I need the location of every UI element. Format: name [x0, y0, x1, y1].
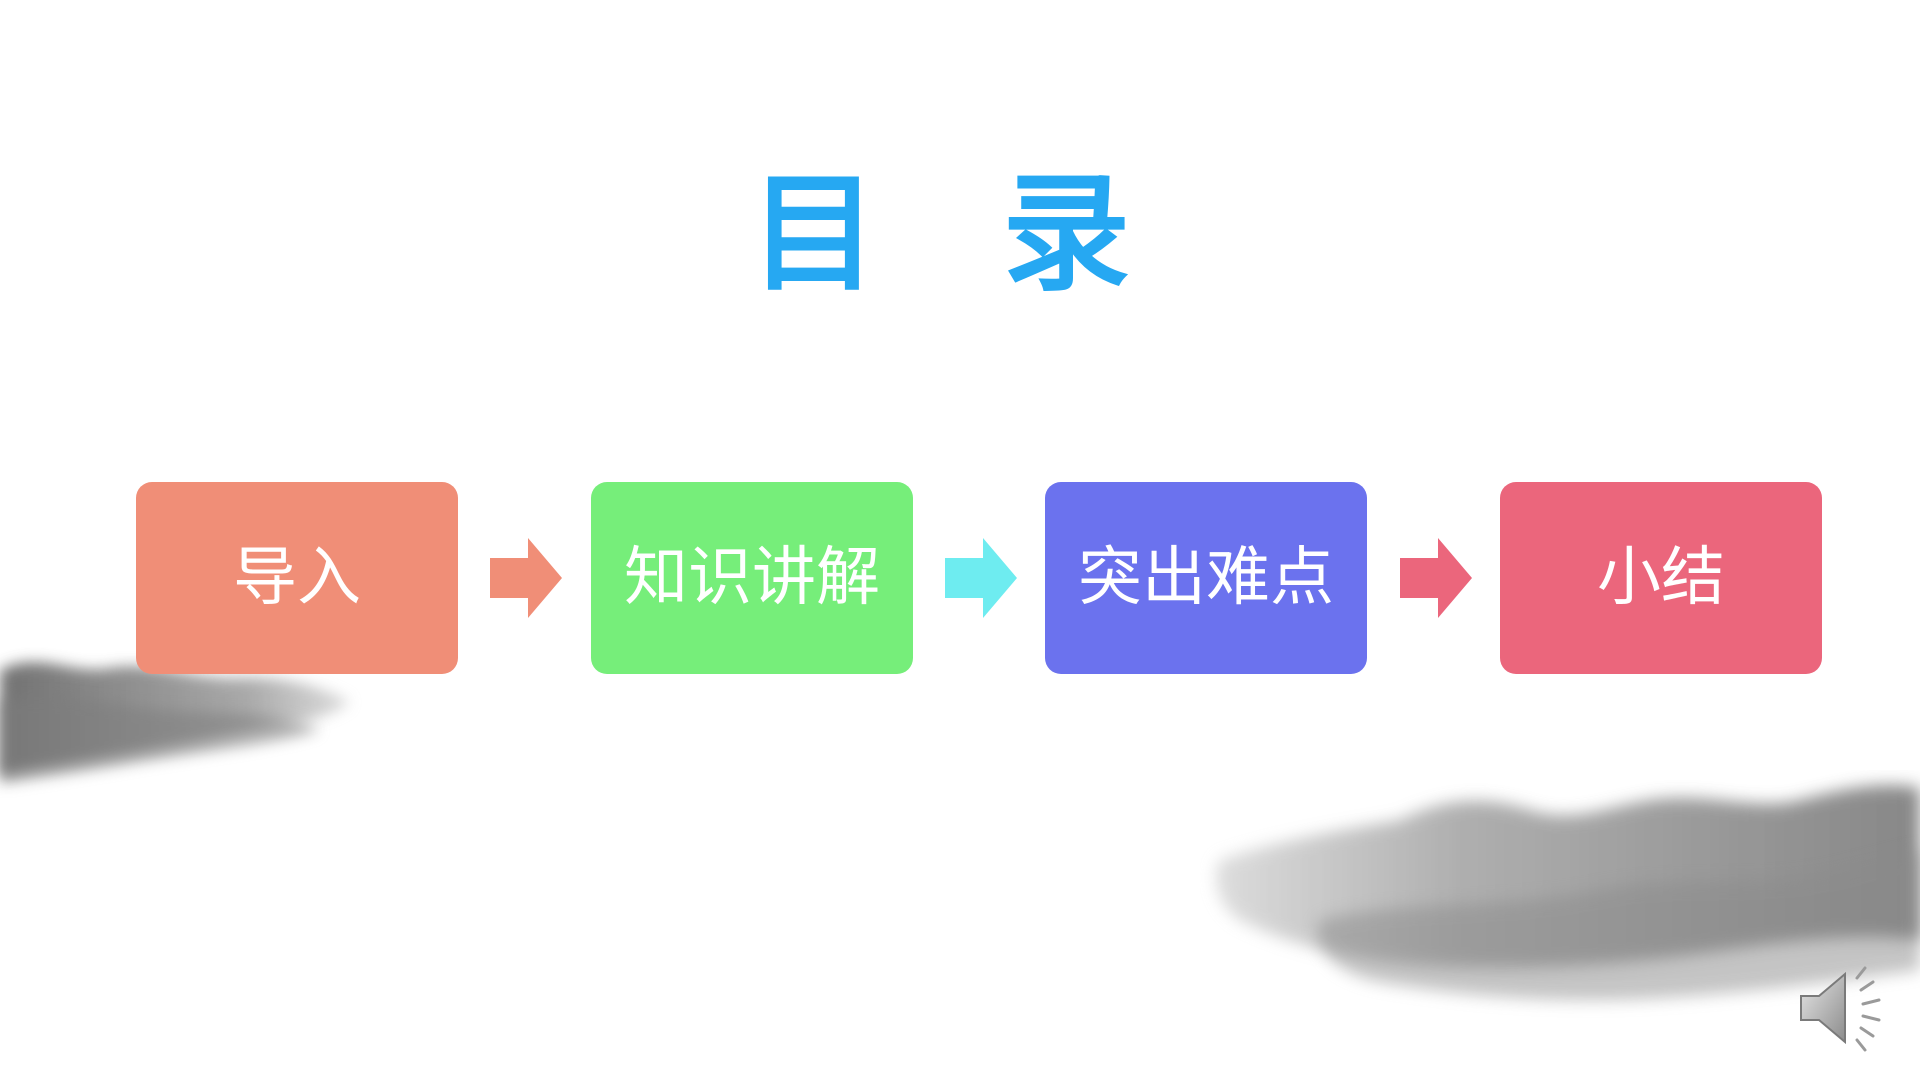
step-box-knowledge[interactable]: 知识讲解: [591, 482, 913, 674]
page-title: 目 录: [749, 160, 1171, 309]
step-box-intro[interactable]: 导入: [136, 482, 458, 674]
speaker-icon[interactable]: [1795, 960, 1895, 1056]
arrow-2-shape: [945, 538, 1017, 618]
arrow-right-icon: [945, 538, 1017, 618]
arrow-3-shape: [1400, 538, 1472, 618]
arrow-1-shape: [490, 538, 562, 618]
step-box-difficulties[interactable]: 突出难点: [1045, 482, 1367, 674]
arrow-right-icon: [490, 538, 562, 618]
step-box-summary[interactable]: 小结: [1500, 482, 1822, 674]
arrow-right-icon: [1400, 538, 1472, 618]
step-flow: 导入 知识讲解 突出难点 小结: [0, 482, 1920, 674]
